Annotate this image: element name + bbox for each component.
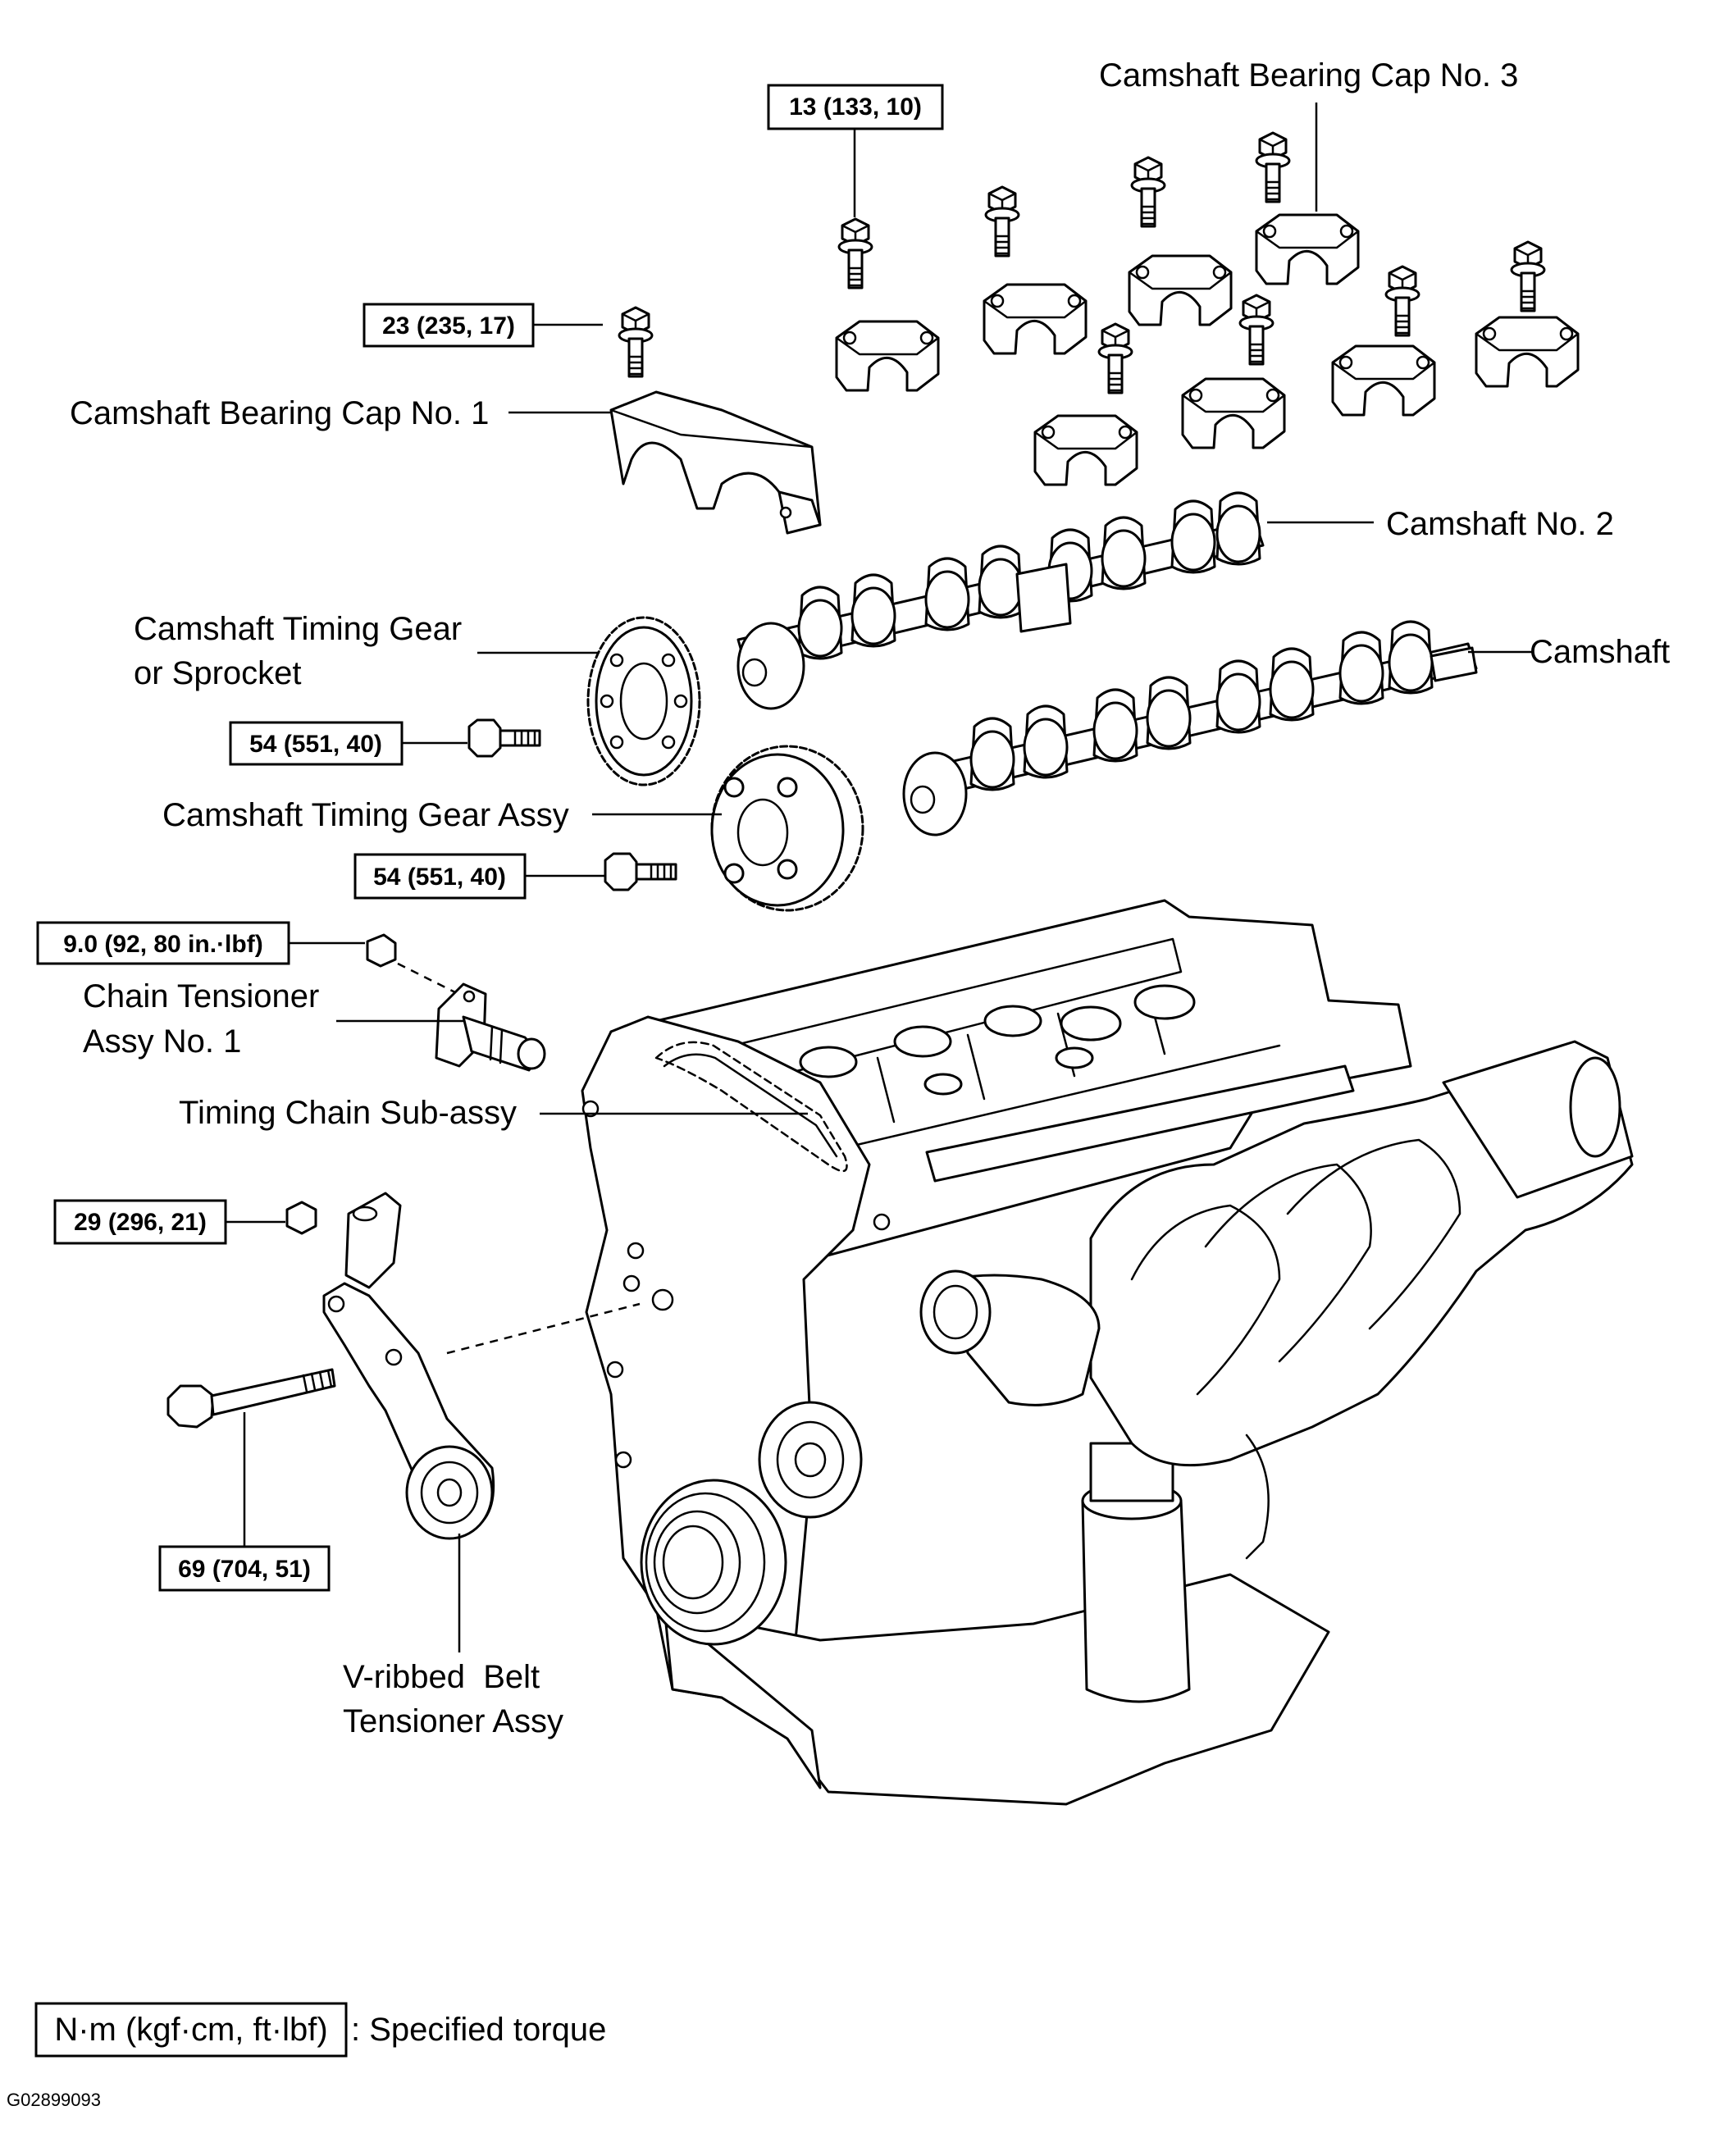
svg-text:69 (704, 51): 69 (704, 51) — [178, 1556, 311, 1583]
oil-filter — [1081, 1442, 1191, 1703]
camshaft — [902, 620, 1478, 836]
svg-text:29 (296, 21): 29 (296, 21) — [74, 1209, 207, 1236]
svg-text:13 (133, 10): 13 (133, 10) — [789, 93, 922, 121]
legend: N·m (kgf·cm, ft·lbf) : Specified torque — [34, 2002, 606, 2058]
leader-lines — [226, 103, 1532, 1652]
idler-pulley — [758, 1401, 863, 1519]
sprocket-bolt — [467, 718, 541, 758]
label-camshaft-bearing-cap-no3: Camshaft Bearing Cap No. 3 — [1099, 57, 1518, 93]
torque-spec-54b: 54 (551, 40) — [353, 853, 527, 900]
torque-spec-54a: 54 (551, 40) — [229, 721, 404, 766]
label-camshaft-timing-gear-assy: Camshaft Timing Gear Assy — [162, 797, 569, 833]
timing-chain-on-engine — [654, 1041, 848, 1173]
label-v-ribbed-belt: V-ribbed Belt — [343, 1659, 540, 1695]
torque-spec-29: 29 (296, 21) — [53, 1199, 227, 1245]
torque-spec-69: 69 (704, 51) — [158, 1545, 331, 1592]
svg-text:9.0 (92, 80 in.·lbf): 9.0 (92, 80 in.·lbf) — [63, 931, 262, 958]
svg-text:23 (235, 17): 23 (235, 17) — [382, 312, 515, 340]
torque-spec-13: 13 (133, 10) — [767, 84, 944, 130]
figure-code: G02899093 — [7, 2090, 101, 2110]
legend-text: : Specified torque — [351, 2012, 606, 2048]
v-ribbed-belt-tensioner — [166, 1192, 641, 1540]
label-camshaft: Camshaft — [1530, 634, 1670, 670]
legend-unit: N·m (kgf·cm, ft·lbf) — [54, 2012, 327, 2048]
crankshaft-pulley — [640, 1479, 787, 1646]
intake-manifold — [1089, 1040, 1634, 1560]
camshaft-timing-sprocket — [586, 616, 701, 786]
svg-text:54 (551, 40): 54 (551, 40) — [373, 864, 506, 891]
label-camshaft-no2: Camshaft No. 2 — [1386, 506, 1614, 542]
torque-spec-23: 23 (235, 17) — [363, 303, 535, 348]
label-camshaft-bearing-cap-no1: Camshaft Bearing Cap No. 1 — [70, 395, 489, 431]
camshaft-timing-gear-assy — [710, 745, 864, 912]
label-assy-no1: Assy No. 1 — [83, 1023, 241, 1060]
camshaft-no2 — [736, 491, 1265, 710]
label-camshaft-timing-gear: Camshaft Timing Gear — [134, 611, 462, 647]
svg-text:54 (551, 40): 54 (551, 40) — [249, 731, 382, 758]
label-tensioner-assy: Tensioner Assy — [343, 1703, 563, 1739]
camshaft-bearing-cap-no1 — [609, 306, 822, 535]
label-or-sprocket: or Sprocket — [134, 655, 302, 691]
chain-tensioner-no1 — [366, 933, 546, 1072]
label-timing-chain-sub-assy: Timing Chain Sub-assy — [179, 1095, 517, 1131]
camshaft-bearing-caps — [835, 131, 1580, 486]
engine-block — [581, 899, 1634, 1806]
torque-spec-9: 9.0 (92, 80 in.·lbf) — [36, 921, 290, 965]
label-chain-tensioner: Chain Tensioner — [83, 978, 319, 1014]
gear-assy-bolt — [604, 852, 677, 891]
